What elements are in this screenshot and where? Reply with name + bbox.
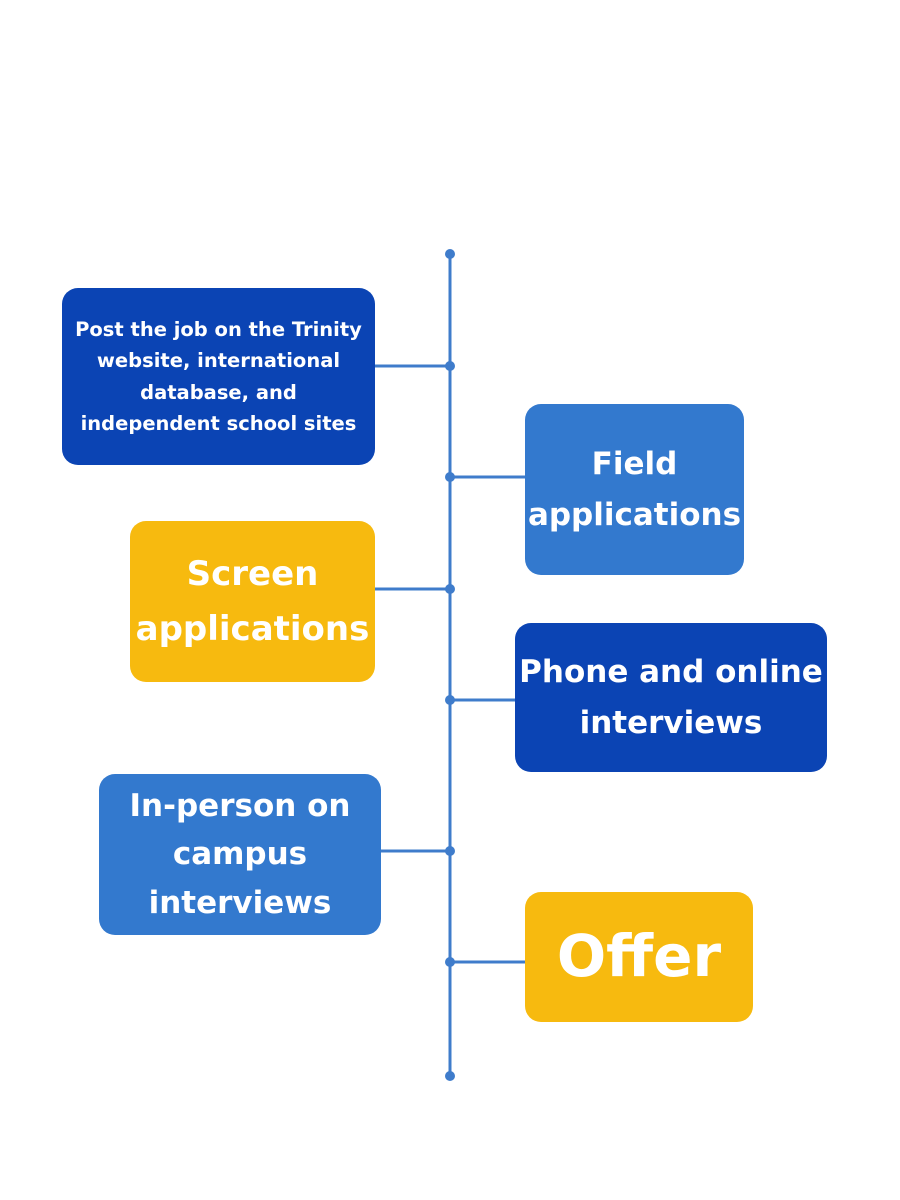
timeline-start-dot	[445, 249, 455, 259]
step-in-person-interviews: In-person on campus interviews	[99, 774, 381, 935]
node-dot-1	[445, 361, 455, 371]
step-offer: Offer	[525, 892, 753, 1022]
node-dot-3	[445, 584, 455, 594]
node-dot-5	[445, 846, 455, 856]
node-dot-6	[445, 957, 455, 967]
step-field-applications: Field applications	[525, 404, 744, 575]
step-phone-online-interviews: Phone and online interviews	[515, 623, 827, 772]
timeline-end-dot	[445, 1071, 455, 1081]
node-dot-2	[445, 472, 455, 482]
step-post-job: Post the job on the Trinity website, int…	[62, 288, 375, 465]
step-screen-applications: Screen applications	[130, 521, 375, 682]
node-dot-4	[445, 695, 455, 705]
